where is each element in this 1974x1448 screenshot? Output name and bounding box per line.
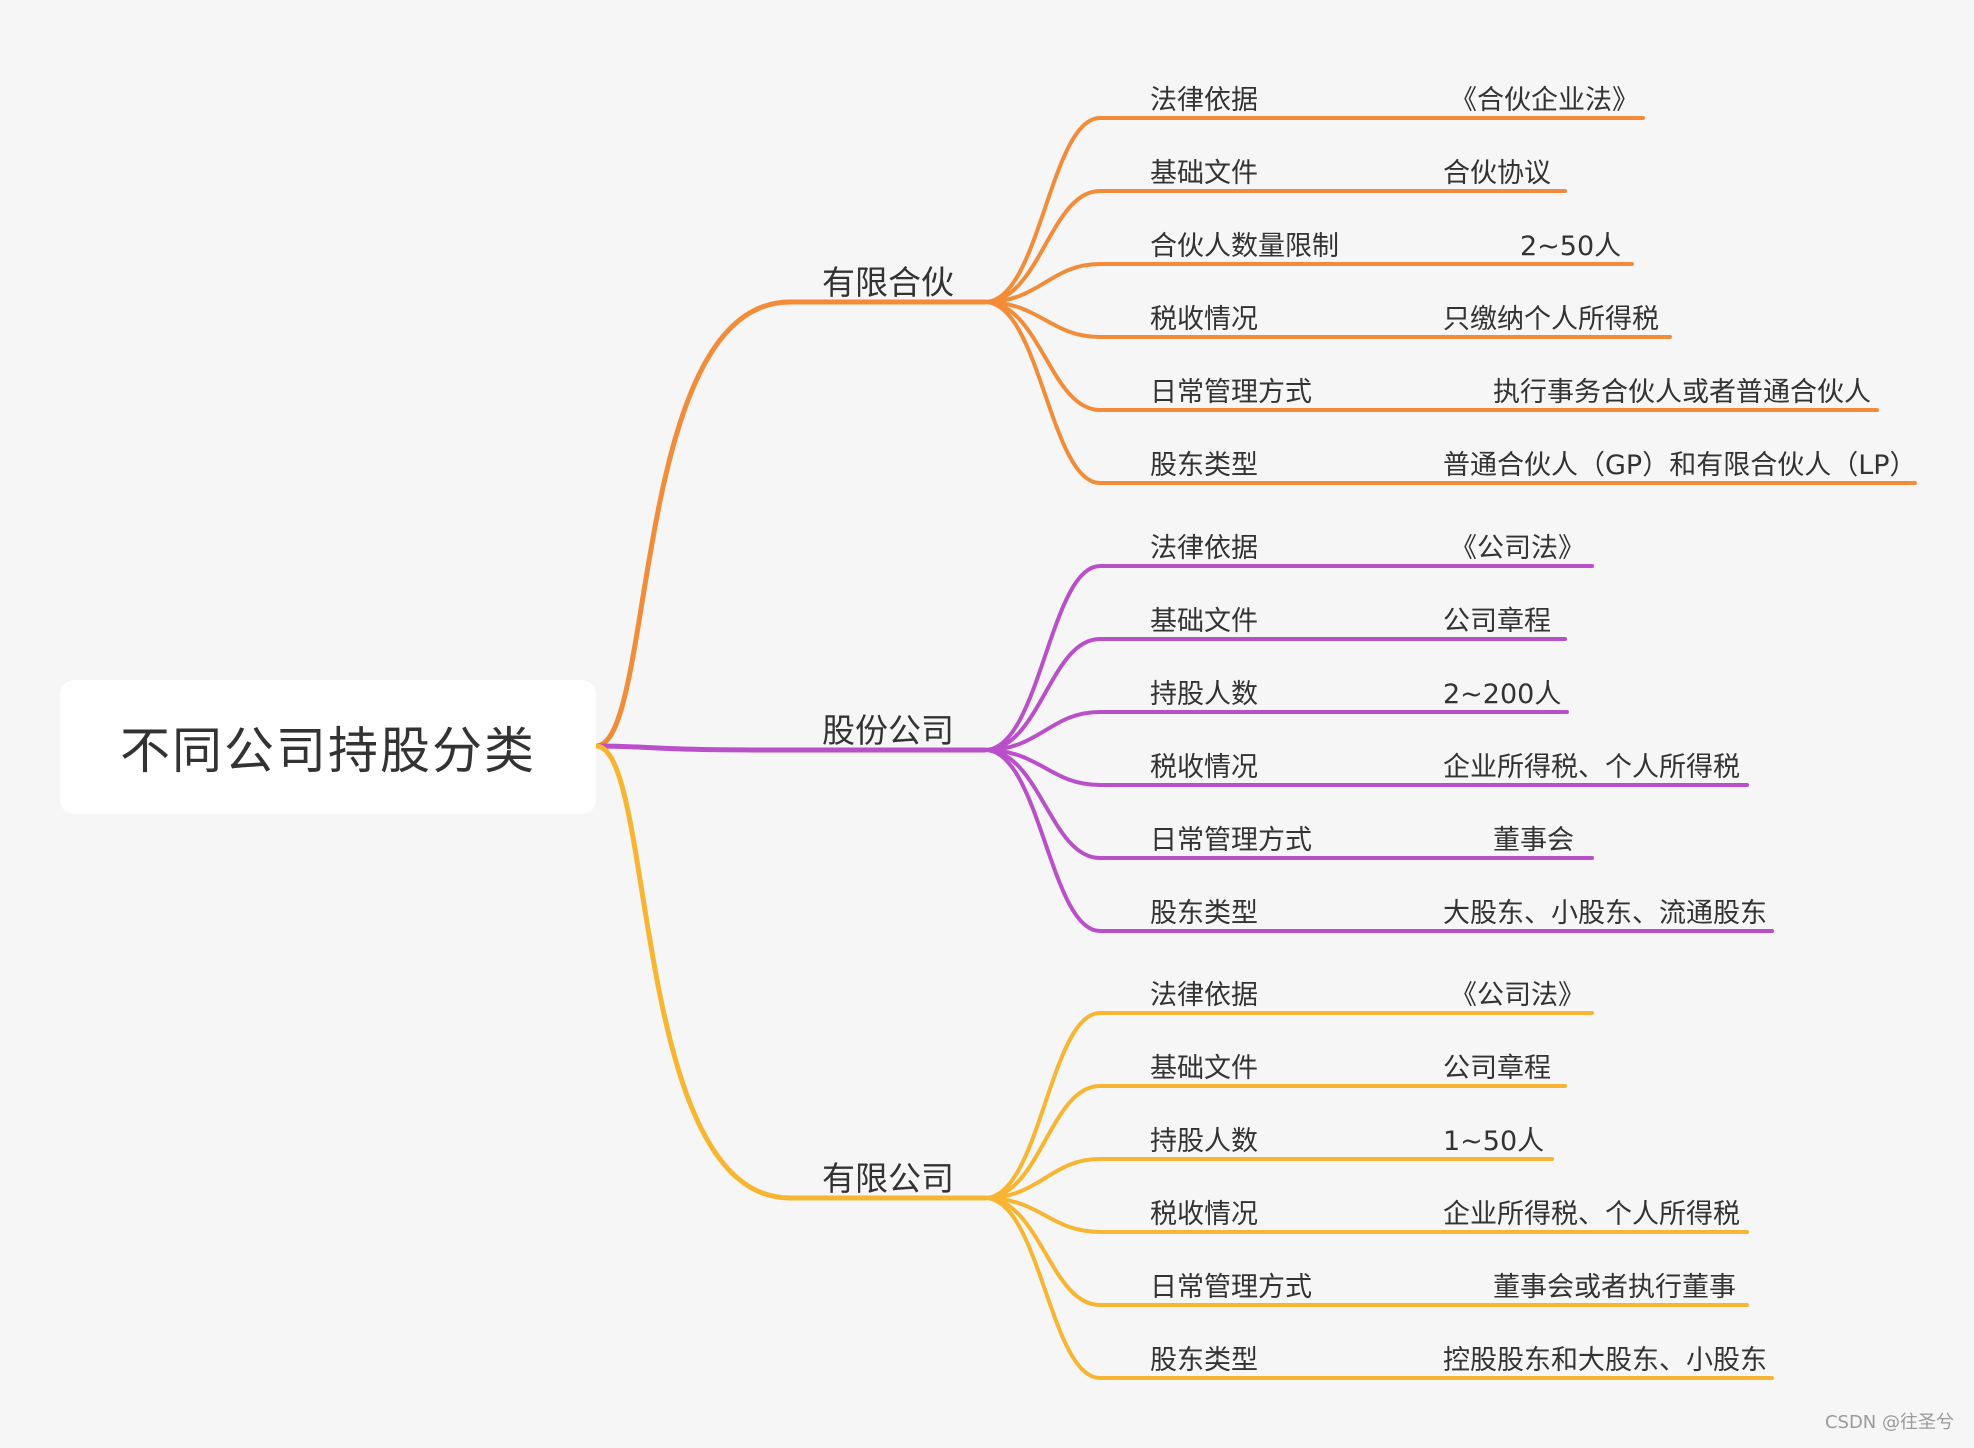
branch-to-leaf-connector bbox=[983, 262, 1102, 304]
leaf-key[interactable]: 基础文件 bbox=[1150, 158, 1258, 189]
branch-to-leaf-connector bbox=[983, 748, 1102, 787]
leaf-value: 公司章程 bbox=[1443, 1053, 1551, 1084]
leaf-value: 《公司法》 bbox=[1450, 980, 1585, 1011]
leaf-value: 合伙协议 bbox=[1443, 158, 1551, 189]
branch-to-leaf-connector bbox=[983, 1196, 1102, 1380]
branch-to-leaf-connector bbox=[983, 1196, 1102, 1307]
leaf-value: 只缴纳个人所得税 bbox=[1443, 304, 1659, 335]
leaf-key[interactable]: 基础文件 bbox=[1150, 606, 1258, 637]
leaf-key[interactable]: 股东类型 bbox=[1150, 1345, 1258, 1376]
root-node[interactable]: 不同公司持股分类 bbox=[60, 680, 596, 814]
leaf-key[interactable]: 合伙人数量限制 bbox=[1150, 231, 1339, 262]
branch-to-leaf-connector bbox=[983, 1157, 1102, 1200]
leaf-value: 企业所得税、个人所得税 bbox=[1443, 752, 1740, 783]
leaf-key[interactable]: 税收情况 bbox=[1150, 1199, 1258, 1230]
leaf-value: 2~200人 bbox=[1443, 679, 1562, 710]
root-title: 不同公司持股分类 bbox=[120, 722, 536, 780]
branch-to-leaf-connector bbox=[983, 748, 1102, 933]
branch-label-joint-stock-company[interactable]: 股份公司 bbox=[822, 711, 954, 750]
branch-to-leaf-connector bbox=[983, 748, 1102, 860]
leaf-value: 企业所得税、个人所得税 bbox=[1443, 1199, 1740, 1230]
branch-to-leaf-connector bbox=[983, 1084, 1102, 1200]
branch-to-leaf-connector bbox=[983, 710, 1102, 752]
root-to-branch-connector bbox=[593, 743, 793, 753]
leaf-key[interactable]: 持股人数 bbox=[1150, 1126, 1258, 1157]
root-to-branch-connector bbox=[593, 743, 793, 1201]
leaf-key[interactable]: 法律依据 bbox=[1150, 980, 1258, 1011]
leaf-key[interactable]: 股东类型 bbox=[1150, 898, 1258, 929]
leaf-value: 1~50人 bbox=[1443, 1126, 1545, 1157]
leaf-key[interactable]: 持股人数 bbox=[1150, 679, 1258, 710]
leaf-key[interactable]: 税收情况 bbox=[1150, 752, 1258, 783]
leaf-value: 董事会 bbox=[1493, 825, 1574, 856]
branch-to-leaf-connector bbox=[983, 1011, 1102, 1200]
leaf-value: 普通合伙人（GP）和有限合伙人（LP） bbox=[1443, 450, 1917, 481]
leaf-key[interactable]: 基础文件 bbox=[1150, 1053, 1258, 1084]
branch-to-leaf-connector bbox=[983, 1196, 1102, 1234]
branch-to-leaf-connector bbox=[983, 637, 1102, 752]
leaf-value: 董事会或者执行董事 bbox=[1493, 1272, 1736, 1303]
leaf-key[interactable]: 日常管理方式 bbox=[1150, 1272, 1312, 1303]
watermark: CSDN @往圣兮 bbox=[1824, 1412, 1954, 1433]
root-to-branch-connector bbox=[593, 299, 793, 749]
leaf-value: 《公司法》 bbox=[1450, 533, 1585, 564]
leaf-value: 公司章程 bbox=[1443, 606, 1551, 637]
leaf-key[interactable]: 股东类型 bbox=[1150, 450, 1258, 481]
branch-label-limited-partnership[interactable]: 有限合伙 bbox=[822, 263, 954, 302]
branch-to-leaf-connector bbox=[983, 116, 1102, 304]
leaf-value: 《合伙企业法》 bbox=[1450, 85, 1639, 116]
leaf-value: 2~50人 bbox=[1520, 231, 1622, 262]
leaf-key[interactable]: 日常管理方式 bbox=[1150, 825, 1312, 856]
branch-to-leaf-connector bbox=[983, 300, 1102, 339]
branch-to-leaf-connector bbox=[983, 300, 1102, 485]
branch-to-leaf-connector bbox=[983, 300, 1102, 412]
leaf-value: 大股东、小股东、流通股东 bbox=[1443, 898, 1767, 929]
leaf-key[interactable]: 法律依据 bbox=[1150, 85, 1258, 116]
leaf-key[interactable]: 法律依据 bbox=[1150, 533, 1258, 564]
branch-label-limited-company[interactable]: 有限公司 bbox=[822, 1159, 954, 1198]
leaf-value: 执行事务合伙人或者普通合伙人 bbox=[1493, 377, 1871, 408]
leaf-value: 控股股东和大股东、小股东 bbox=[1443, 1345, 1767, 1376]
leaf-key[interactable]: 日常管理方式 bbox=[1150, 377, 1312, 408]
branch-to-leaf-connector bbox=[983, 564, 1102, 752]
leaf-key[interactable]: 税收情况 bbox=[1150, 304, 1258, 335]
branch-to-leaf-connector bbox=[983, 189, 1102, 304]
